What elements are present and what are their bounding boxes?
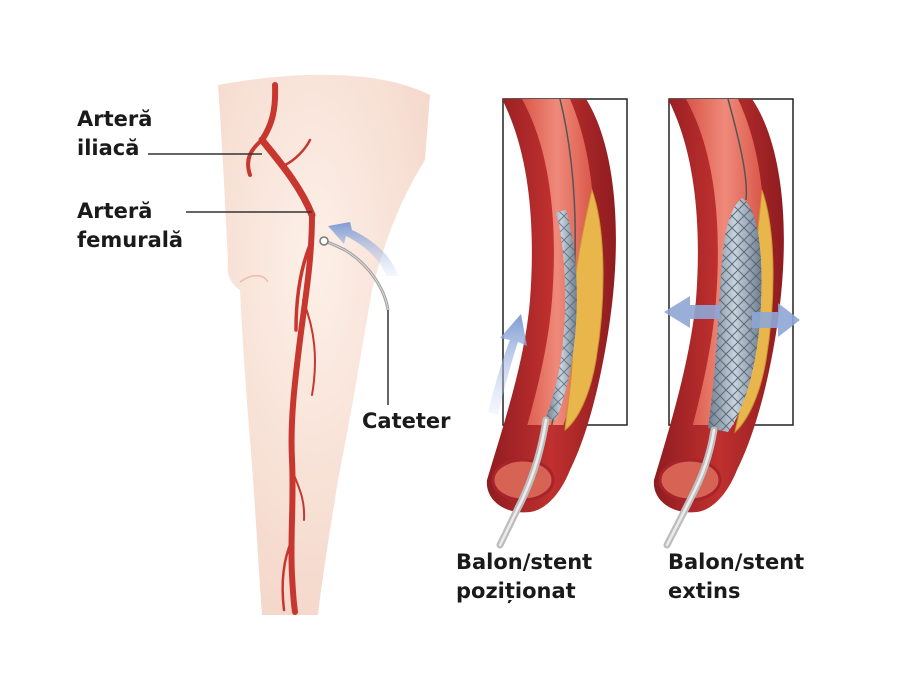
iliac-side-branch — [246, 138, 264, 177]
label-iliac-artery-line1: Arteră — [77, 107, 153, 131]
label-femoral-artery-line1: Arteră — [77, 199, 153, 223]
femoral-deep-branch — [294, 243, 312, 332]
knee-branch — [291, 469, 306, 521]
label-stent-expanded-line1: Balon/stent — [668, 550, 805, 574]
iliac-small-branch — [283, 138, 312, 167]
expand-left-arrow-icon — [664, 296, 720, 328]
buttock-contour — [239, 274, 269, 283]
aorta-branch — [259, 82, 279, 143]
collapsed-stent-mesh — [546, 210, 577, 420]
leg-illustration — [218, 74, 430, 615]
catheter-shaft-left-highlight — [498, 418, 548, 547]
panel-stent-expanded — [653, 98, 800, 549]
guide-wire-right — [727, 99, 748, 201]
label-catheter: Cateter — [362, 409, 451, 433]
insertion-arrow-icon — [328, 222, 398, 276]
label-stent-positioned-line2: poziționat — [456, 579, 576, 603]
lower-branch — [281, 538, 294, 612]
catheter-inner — [324, 240, 389, 311]
label-stent-expanded: Balon/stent extins — [668, 548, 804, 606]
label-iliac-artery-line2: iliacă — [77, 136, 140, 160]
label-stent-expanded-line2: extins — [668, 579, 741, 603]
label-femoral-artery: Arteră femurală — [77, 197, 183, 255]
label-femoral-artery-line2: femurală — [77, 228, 184, 252]
vessel-right — [653, 99, 784, 549]
catheter-shaft-right-highlight — [665, 428, 716, 547]
advance-arrow-icon — [488, 314, 527, 415]
vessel-left — [486, 99, 616, 549]
label-stent-positioned-line1: Balon/stent — [456, 550, 593, 574]
expand-right-arrow-icon — [752, 303, 800, 337]
leg-silhouette — [218, 74, 430, 615]
iliac-artery — [258, 136, 316, 219]
expanded-stent-mesh — [708, 198, 762, 432]
catheter-tip — [319, 236, 329, 246]
femoral-lateral-branch — [302, 299, 316, 396]
femoral-artery — [288, 212, 315, 615]
leader-lines — [148, 153, 389, 405]
artery-tree — [246, 82, 316, 615]
label-stent-positioned: Balon/stent poziționat — [456, 548, 592, 606]
label-iliac-artery: Arteră iliacă — [77, 105, 152, 163]
panel-stent-positioned — [486, 98, 628, 549]
